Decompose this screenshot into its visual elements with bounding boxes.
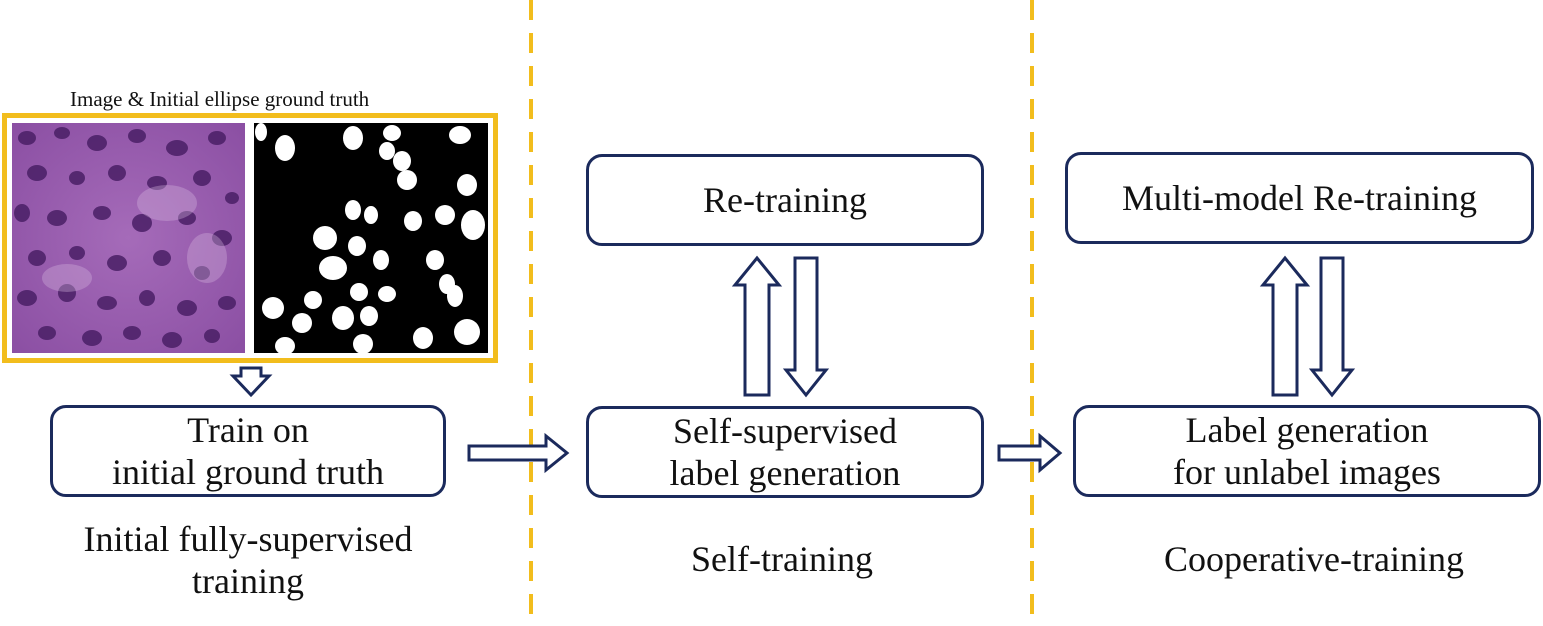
histology-image bbox=[12, 123, 245, 353]
stage-initial-line2: training bbox=[192, 561, 304, 602]
train-initial-box: Train on initial ground truth bbox=[50, 405, 446, 497]
retraining-box: Re-training bbox=[586, 154, 984, 246]
ellipse-mask-image bbox=[254, 123, 488, 355]
image-panel bbox=[2, 113, 498, 363]
up-arrow-icon bbox=[1259, 255, 1311, 397]
train-initial-line1: Train on bbox=[187, 409, 309, 450]
label-generation-line2: for unlabel images bbox=[1173, 452, 1441, 492]
image-panel-caption: Image & Initial ellipse ground truth bbox=[70, 87, 370, 111]
right-arrow-icon bbox=[997, 432, 1063, 474]
self-supervised-line2: label generation bbox=[669, 453, 901, 493]
label-generation-box: Label generation for unlabel images bbox=[1073, 405, 1541, 497]
image-panel-graphics bbox=[12, 123, 488, 355]
right-arrow-icon bbox=[467, 432, 570, 474]
stage-label-self-training: Self-training bbox=[582, 538, 982, 580]
retraining-label: Re-training bbox=[703, 179, 867, 220]
train-initial-line2: initial ground truth bbox=[112, 452, 384, 492]
down-arrow-icon bbox=[782, 256, 830, 398]
stage-coop-label: Cooperative-training bbox=[1164, 539, 1464, 579]
multi-model-retraining-label: Multi-model Re-training bbox=[1122, 177, 1477, 218]
self-supervised-label-box: Self-supervised label generation bbox=[586, 406, 984, 498]
stage-label-cooperative: Cooperative-training bbox=[1104, 538, 1524, 580]
multi-model-retraining-box: Multi-model Re-training bbox=[1065, 152, 1534, 244]
up-arrow-icon bbox=[731, 255, 783, 397]
stage-label-initial: Initial fully-supervised training bbox=[48, 518, 448, 603]
down-arrow-icon bbox=[1308, 256, 1356, 398]
stage-self-label: Self-training bbox=[691, 539, 873, 579]
label-generation-line1: Label generation bbox=[1185, 409, 1429, 450]
down-arrow-icon bbox=[229, 366, 273, 398]
stage-initial-line1: Initial fully-supervised bbox=[83, 519, 413, 559]
self-supervised-line1: Self-supervised bbox=[673, 410, 897, 451]
